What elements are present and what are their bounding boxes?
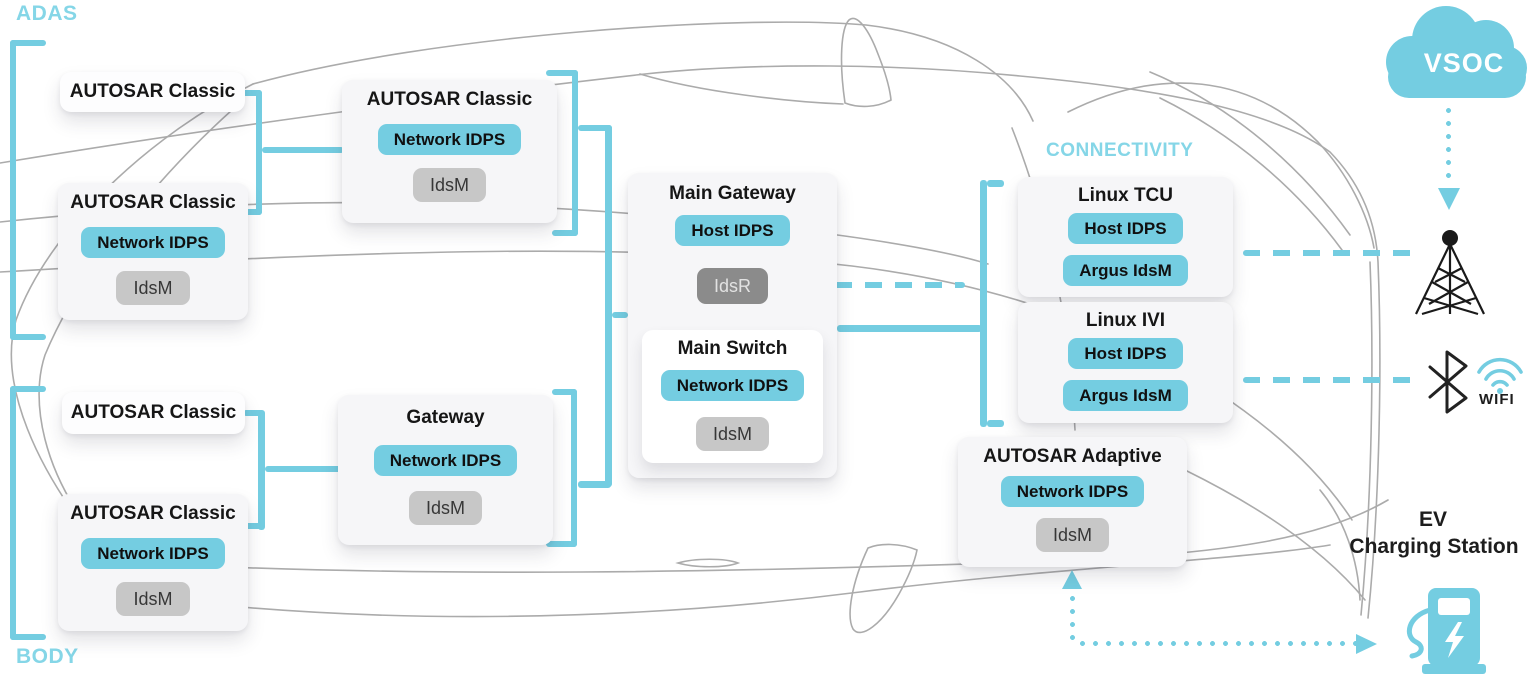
idsr-dashed-link <box>775 282 965 288</box>
body-pair-arm-top <box>243 410 264 416</box>
badge-idsm: IdsM <box>116 582 190 616</box>
ev-dotted-link-horizontal <box>1076 641 1358 646</box>
node-title: AUTOSAR Classic <box>70 503 236 524</box>
badge-network-idps: Network IDPS <box>660 370 805 401</box>
badge-idsm: IdsM <box>695 417 769 451</box>
ev-charging-label-line2: Charging Station <box>1349 535 1519 558</box>
badge-network-idps: Network IDPS <box>1000 476 1145 507</box>
badge-host-idps: Host IDPS <box>675 215 790 246</box>
adas-pair-arm-bottom <box>241 209 262 215</box>
node-title: AUTOSAR Classic <box>69 81 236 102</box>
body-bracket <box>10 386 16 640</box>
body-to-gateway-line <box>265 466 342 472</box>
node-title: AUTOSAR Adaptive <box>983 446 1162 467</box>
wifi-icon <box>1477 357 1523 394</box>
vsoc-arrowhead <box>1438 188 1460 210</box>
group-label-connectivity: CONNECTIVITY <box>1046 140 1194 161</box>
badge-network-idps: Network IDPS <box>81 538 225 569</box>
adas-to-center-line <box>262 147 344 153</box>
ev-arrowhead-up <box>1062 570 1082 589</box>
body-pair-bracket <box>258 410 265 530</box>
ev-dotted-link-vertical <box>1070 592 1075 644</box>
cell-tower-icon <box>1415 230 1485 316</box>
gateway-bracket <box>571 389 577 547</box>
badge-network-idps: Network IDPS <box>377 124 522 155</box>
badge-idsm: IdsM <box>1035 518 1109 552</box>
body-pair-arm-bottom <box>243 523 264 529</box>
vsoc-dotted-link <box>1446 104 1451 186</box>
node-adas-ecu-2: AUTOSAR Classic Network IDPS IdsM <box>58 183 248 320</box>
node-autosar-classic-center: AUTOSAR Classic Network IDPS IdsM <box>342 80 557 223</box>
group-label-body: BODY <box>16 645 79 668</box>
ev-arrowhead-right <box>1356 634 1377 654</box>
node-main-switch: Main Switch Network IDPS IdsM <box>642 330 823 463</box>
connectivity-bracket-arm-top <box>987 180 1004 187</box>
badge-idsm: IdsM <box>116 271 190 305</box>
cloud-icon <box>1386 6 1527 98</box>
node-linux-ivi: Linux IVI Host IDPS Argus IdsM <box>1018 302 1233 423</box>
node-title: Main Switch <box>677 338 788 359</box>
gateway-bracket-arm-bottom <box>546 541 577 547</box>
vsoc-label: VSOC <box>1423 48 1505 78</box>
center-bracket-arm-top <box>546 70 578 76</box>
adas-pair-bracket <box>256 90 262 215</box>
node-body-ecu-1: AUTOSAR Classic <box>62 392 245 434</box>
badge-argus-idsm: Argus IdsM <box>1063 255 1188 286</box>
badge-network-idps: Network IDPS <box>373 445 518 476</box>
main-to-connectivity-line <box>837 325 982 332</box>
node-title: Main Gateway <box>669 183 796 204</box>
node-linux-tcu: Linux TCU Host IDPS Argus IdsM <box>1018 177 1233 297</box>
center-bracket <box>572 70 578 236</box>
group-label-adas: ADAS <box>16 2 78 25</box>
node-body-ecu-2: AUTOSAR Classic Network IDPS IdsM <box>58 494 248 631</box>
node-autosar-adaptive: AUTOSAR Adaptive Network IDPS IdsM <box>958 437 1187 567</box>
badge-idsm: IdsM <box>412 168 486 202</box>
body-bracket-arm-top <box>10 386 46 392</box>
badge-network-idps: Network IDPS <box>81 227 225 258</box>
adas-bracket-arm-bottom <box>10 334 46 340</box>
node-title: Gateway <box>406 407 485 428</box>
badge-host-idps: Host IDPS <box>1068 213 1183 244</box>
badge-idsr: IdsR <box>696 268 768 304</box>
bluetooth-icon <box>1428 350 1468 414</box>
adas-bracket <box>10 40 16 340</box>
connectivity-bracket <box>980 180 987 427</box>
gateway-bracket-arm-top <box>552 389 577 395</box>
wifi-label: WIFI <box>1479 391 1515 408</box>
backbone-line <box>605 125 612 487</box>
center-bracket-arm-bottom <box>552 230 578 236</box>
ivi-to-bluetooth-dashed-link <box>1243 377 1421 383</box>
node-adas-ecu-1: AUTOSAR Classic <box>60 72 245 112</box>
tcu-to-tower-dashed-link <box>1243 250 1423 256</box>
node-title: AUTOSAR Classic <box>70 192 236 213</box>
node-title: AUTOSAR Classic <box>366 89 533 110</box>
badge-idsm: IdsM <box>408 491 482 525</box>
trunk-to-main-gateway <box>612 312 628 318</box>
ev-charging-label-line1: EV <box>1418 508 1447 531</box>
node-title: AUTOSAR Classic <box>70 402 237 423</box>
connectivity-bracket-arm-bottom <box>987 420 1004 427</box>
center-to-trunk-stub <box>578 125 612 131</box>
adas-pair-arm-top <box>241 90 262 96</box>
badge-argus-idsm: Argus IdsM <box>1063 380 1188 411</box>
badge-host-idps: Host IDPS <box>1068 338 1183 369</box>
node-title: Linux IVI <box>1085 310 1166 331</box>
ev-charger-icon <box>1406 588 1486 674</box>
adas-bracket-arm-top <box>10 40 46 46</box>
node-title: Linux TCU <box>1078 185 1173 206</box>
trunk-bottom-stub <box>578 481 611 488</box>
node-main-gateway: Main Gateway Host IDPS IdsR Main Switch … <box>628 173 837 478</box>
node-gateway: Gateway Network IDPS IdsM <box>338 395 553 545</box>
body-bracket-arm-bottom <box>10 634 46 640</box>
